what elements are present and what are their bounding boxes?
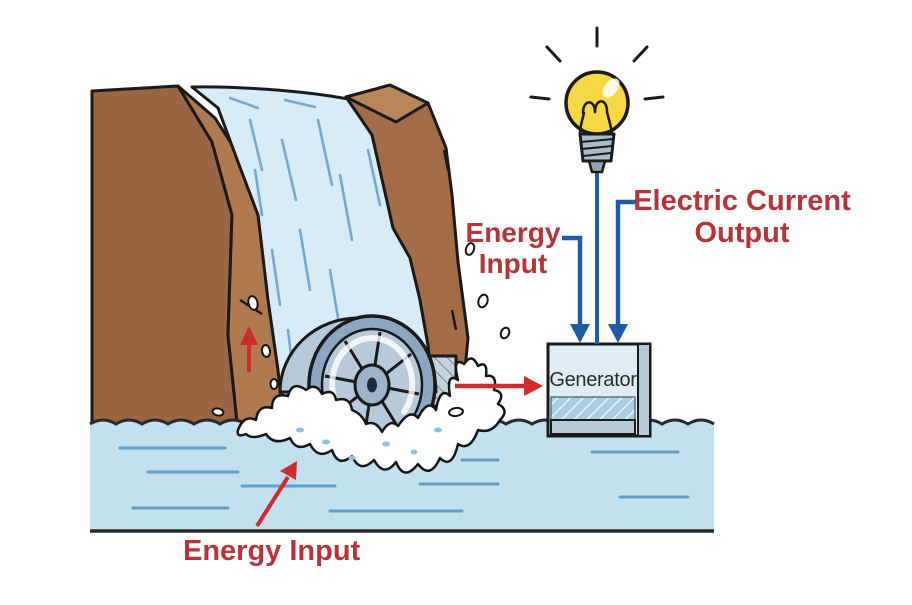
label-energy-input-line2: Input	[478, 247, 548, 279]
screw-threads	[580, 138, 614, 157]
light-bulb-icon	[529, 26, 665, 174]
label-electric-output-line1: Electric Current	[633, 185, 851, 217]
bulb-rays-icon	[529, 26, 665, 101]
electric-output-arrow	[608, 199, 638, 343]
generator-label: Generator	[549, 369, 637, 391]
uplift-arrow	[240, 326, 258, 372]
label-energy-input-line1: Energy	[465, 217, 561, 248]
label-energy-input: Energy Input	[452, 217, 574, 280]
waterfall-streaks	[228, 96, 382, 382]
water-ripple-lines	[118, 446, 690, 513]
bulb-filament	[578, 100, 614, 135]
generator-box-icon	[546, 342, 652, 438]
wheel-motion-swirl	[329, 335, 416, 415]
energy-input-arrow	[562, 235, 590, 343]
kinetic-energy-arrow	[455, 376, 543, 396]
water-droplets	[211, 242, 511, 418]
splash-icon	[211, 242, 511, 474]
label-electric-current-output: Electric Current Output	[628, 185, 856, 250]
splash-flecks	[296, 427, 442, 461]
splash-energy-arrow	[255, 461, 297, 528]
label-energy-input-bottom: Energy Input	[183, 535, 361, 567]
label-electric-output-line2: Output	[694, 216, 790, 249]
